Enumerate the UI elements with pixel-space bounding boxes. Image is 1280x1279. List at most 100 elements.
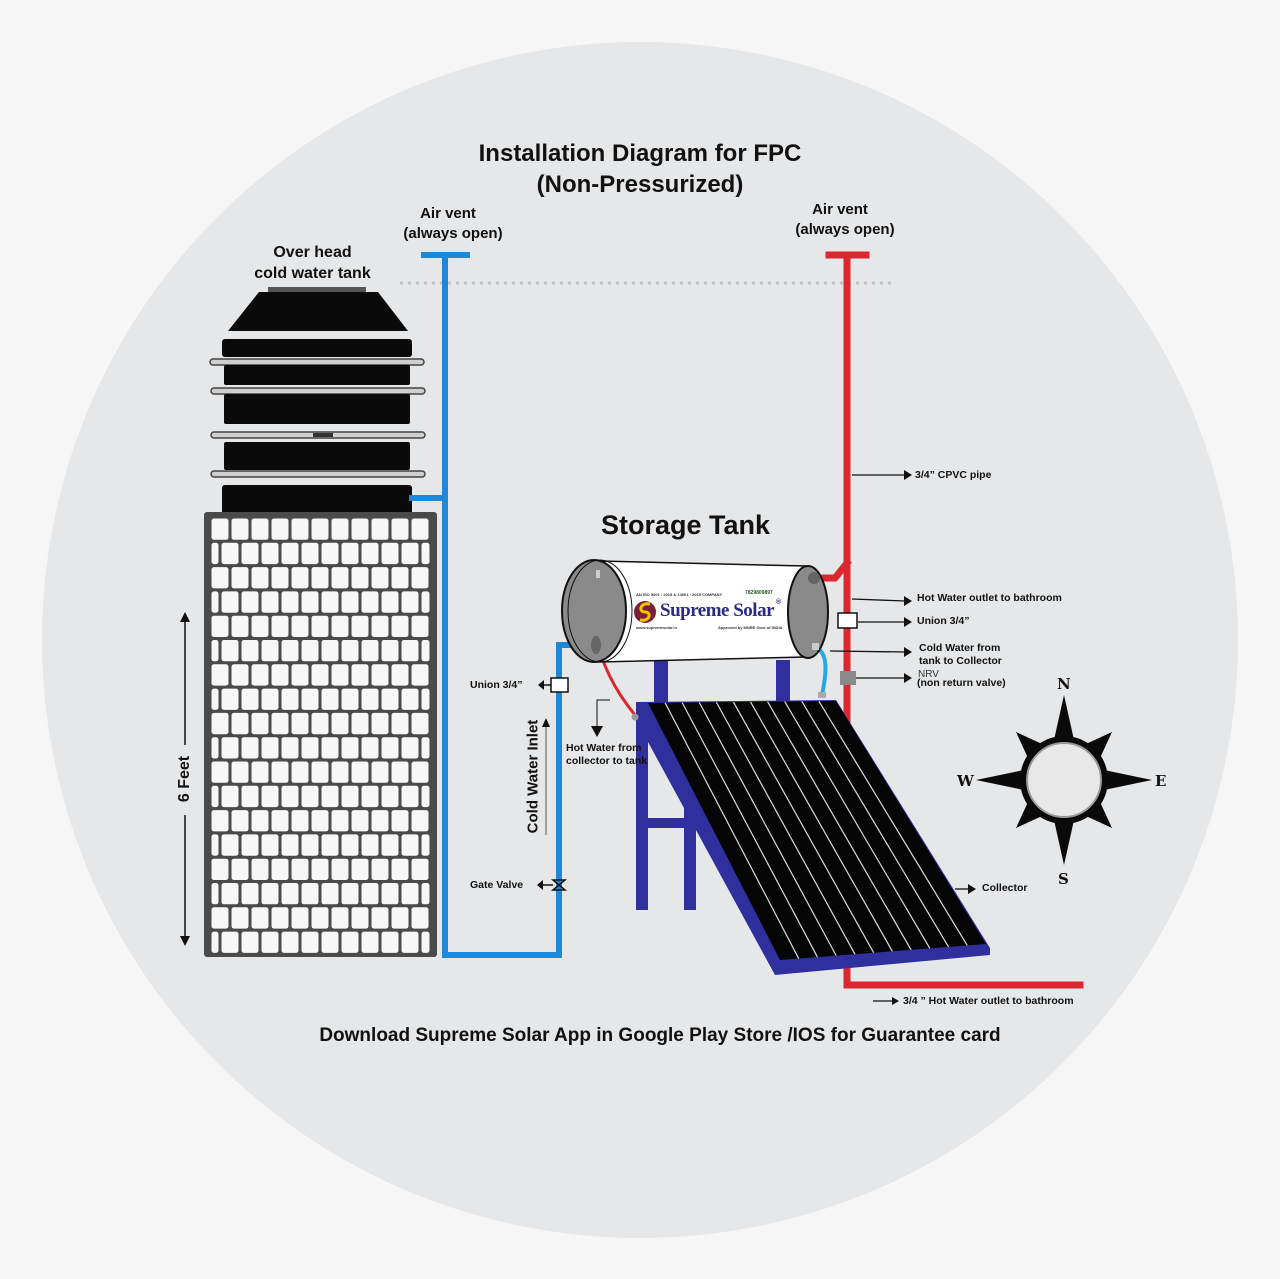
nrv-valve bbox=[840, 671, 856, 685]
cpvc-pipe-callout: 3/4” CPVC pipe bbox=[915, 469, 992, 481]
compass-point-east bbox=[1104, 770, 1152, 790]
storage-tank-label: Storage Tank bbox=[601, 510, 771, 540]
collector-fin bbox=[715, 701, 856, 955]
gate-valve-icon bbox=[550, 879, 568, 891]
brick bbox=[211, 640, 219, 662]
compass-point-ne bbox=[1086, 732, 1112, 758]
brick bbox=[291, 615, 309, 637]
brick bbox=[361, 688, 379, 710]
tank-port bbox=[596, 570, 600, 578]
arrow-up-icon bbox=[542, 718, 550, 727]
brick bbox=[271, 567, 289, 589]
cold-water-inlet-label: Cold Water Inlet bbox=[524, 719, 542, 834]
brick bbox=[251, 907, 269, 929]
brick bbox=[311, 761, 329, 783]
brick bbox=[361, 883, 379, 905]
brick bbox=[331, 810, 349, 832]
brick bbox=[421, 688, 430, 710]
brick bbox=[221, 834, 239, 856]
brick bbox=[281, 640, 299, 662]
brick bbox=[351, 907, 369, 929]
hot-from-collector-callout-line2: collector to tank bbox=[566, 755, 648, 767]
brick bbox=[401, 737, 419, 759]
arrow-left-icon bbox=[537, 880, 543, 890]
tank-phone: 7829809897 bbox=[745, 590, 773, 596]
brick bbox=[211, 518, 229, 540]
brick bbox=[411, 567, 429, 589]
brick bbox=[401, 688, 419, 710]
brick bbox=[421, 834, 430, 856]
brick bbox=[241, 931, 259, 953]
hot-water-outlet-callout: Hot Water outlet to bathroom bbox=[917, 592, 1062, 604]
brick bbox=[301, 688, 319, 710]
tank-left-cap bbox=[561, 559, 627, 663]
brick bbox=[251, 712, 269, 735]
tank-band bbox=[224, 394, 410, 424]
brick bbox=[371, 664, 389, 686]
brick bbox=[341, 640, 359, 662]
compass-north-label: N bbox=[1057, 675, 1071, 693]
brick bbox=[231, 810, 249, 832]
stand-leg-front bbox=[636, 720, 648, 910]
brick bbox=[231, 858, 249, 880]
brick bbox=[251, 858, 269, 880]
height-label-bg bbox=[174, 745, 196, 815]
right-arrowheads bbox=[892, 470, 976, 1005]
tank-cold-inlet-port bbox=[591, 636, 601, 654]
brick bbox=[321, 737, 339, 759]
brick bbox=[311, 858, 329, 880]
storage-tank bbox=[561, 559, 829, 663]
brick bbox=[321, 640, 339, 662]
tank-cert-text: AN ISO 9001 : 2015 & 14001 : 2015 COMPAN… bbox=[636, 592, 723, 597]
brick bbox=[321, 688, 339, 710]
arrow-left-icon bbox=[538, 680, 544, 690]
brick bbox=[281, 834, 299, 856]
brick bbox=[251, 615, 269, 637]
brick bbox=[331, 518, 349, 540]
brick bbox=[331, 712, 349, 735]
tank-support-leg bbox=[776, 660, 790, 705]
diagram-title: Installation Diagram for FPC bbox=[478, 140, 802, 167]
arrow-right-icon bbox=[904, 470, 912, 480]
hot-outlet-pointer bbox=[851, 598, 906, 602]
brick bbox=[381, 883, 399, 905]
brick bbox=[361, 737, 379, 759]
brick bbox=[381, 591, 399, 613]
brick bbox=[391, 518, 409, 540]
collector-fin bbox=[698, 702, 837, 956]
compass-point-south bbox=[1054, 820, 1074, 865]
brick bbox=[291, 858, 309, 880]
brick bbox=[301, 640, 319, 662]
brick bbox=[371, 615, 389, 637]
brick bbox=[261, 591, 279, 613]
brick bbox=[401, 834, 419, 856]
brick bbox=[411, 664, 429, 686]
brick bbox=[281, 785, 299, 808]
brick bbox=[351, 858, 369, 880]
brick bbox=[231, 567, 249, 589]
brick bbox=[241, 834, 259, 856]
brick bbox=[401, 542, 419, 565]
arrow-right-icon bbox=[904, 617, 912, 627]
brick bbox=[391, 858, 409, 880]
brick bbox=[321, 542, 339, 565]
tank-left-rim bbox=[567, 559, 633, 663]
brick bbox=[241, 542, 259, 565]
brick bbox=[341, 883, 359, 905]
tank-approval: Approved by MNRE Govt of INDIA bbox=[718, 625, 783, 630]
brick bbox=[301, 591, 319, 613]
brick bbox=[371, 761, 389, 783]
tank-ring-clip bbox=[313, 433, 333, 437]
brick bbox=[291, 664, 309, 686]
brick bbox=[261, 785, 279, 808]
brick bbox=[421, 542, 430, 565]
air-vent-right-label: Air vent bbox=[812, 201, 868, 218]
brick bbox=[221, 640, 239, 662]
brick bbox=[261, 688, 279, 710]
brick bbox=[411, 712, 429, 735]
brick bbox=[301, 542, 319, 565]
arrow-right-icon bbox=[904, 647, 912, 657]
solar-collector bbox=[636, 700, 990, 975]
tank-band bbox=[224, 442, 410, 470]
